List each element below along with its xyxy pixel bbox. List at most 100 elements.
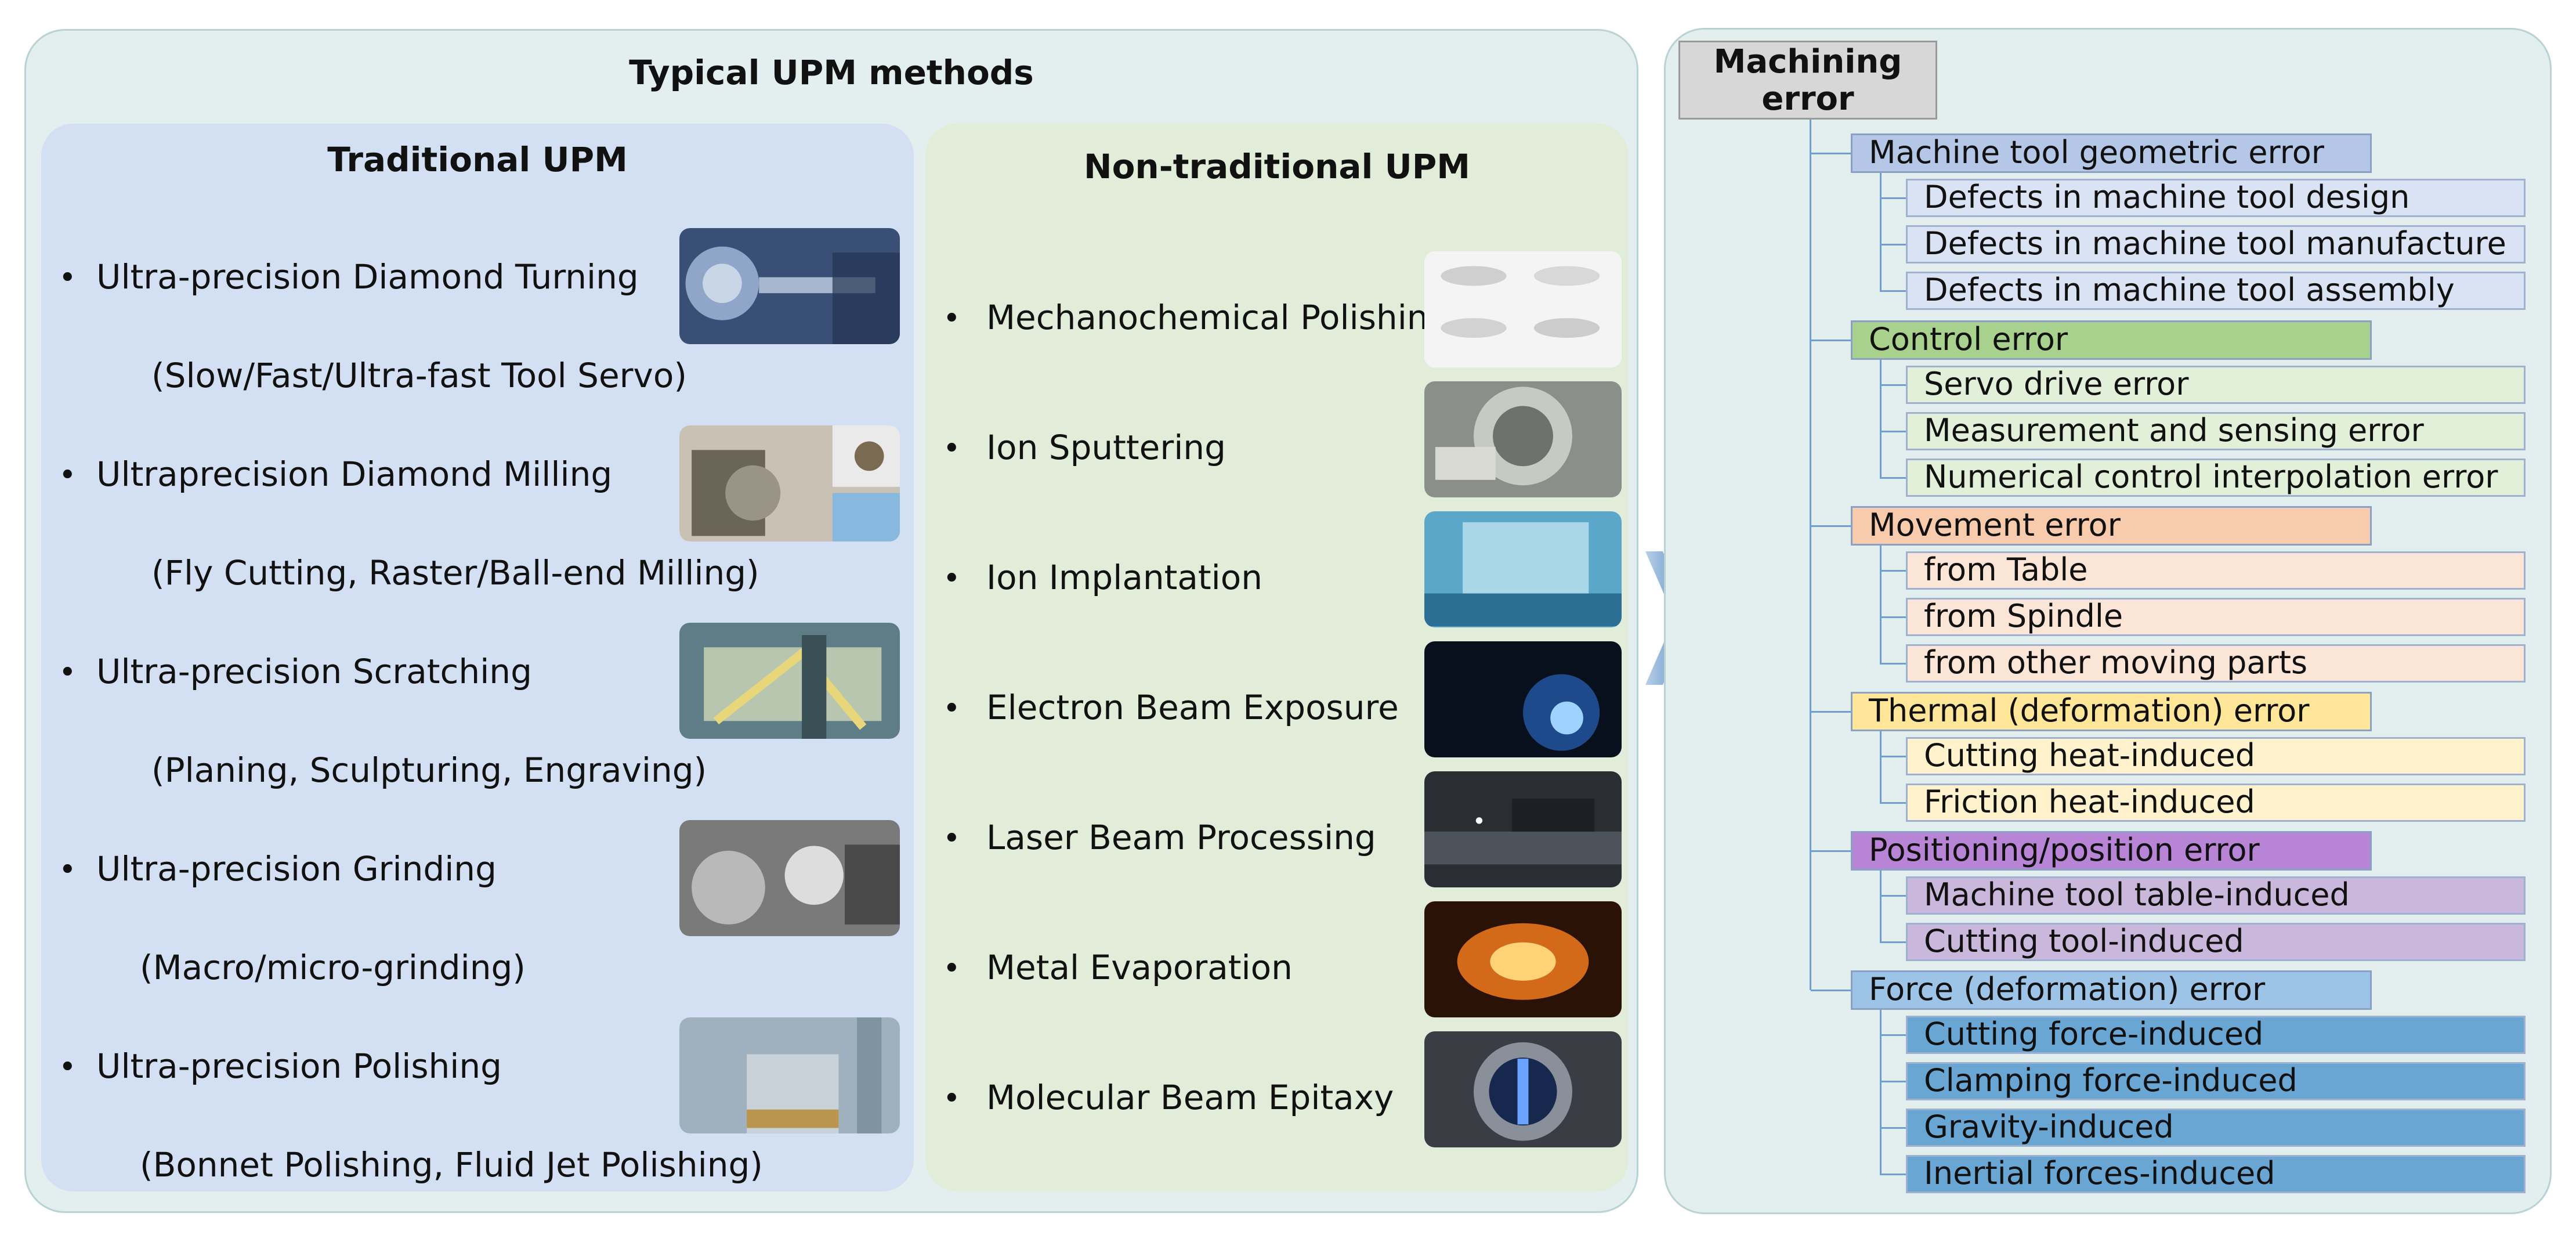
electron-beam-photo-image [1424,641,1622,757]
bullet-icon: • [59,1050,77,1085]
tree-connector [1880,1081,1906,1082]
metal-evaporation-photo [1424,901,1622,1017]
tree-connector [1880,431,1906,432]
tree-connector [1880,360,1882,478]
panel-title: Typical UPM methods [629,53,1034,92]
tree-connector [1880,384,1906,386]
tree-connector [1880,756,1906,757]
tree-connector [1880,871,1882,942]
tree-connector [1880,1174,1906,1175]
error-subcategory: Cutting heat-induced [1906,737,2526,775]
tree-connector [1880,197,1906,199]
bullet-icon: • [59,458,77,493]
non-traditional-upm-panel: Non-traditional UPM • Mechanochemical Pol… [925,124,1629,1192]
error-subcategory: Measurement and sensing error [1906,412,2526,450]
error-subcategory: Friction heat-induced [1906,784,2526,822]
error-subcategory: from Spindle [1906,598,2526,636]
error-category: Machine tool geometric error [1851,133,2372,173]
traditional-item-label: Ultra-precision Diamond Turning [96,257,639,297]
error-subcategory: from other moving parts [1906,644,2526,683]
non-traditional-item-label: Molecular Beam Epitaxy [986,1078,1394,1117]
error-subcategory: Machine tool table-induced [1906,876,2526,915]
diamond-turning-photo-image [679,228,900,344]
tree-connector [1880,616,1906,618]
non-traditional-item-label: Electron Beam Exposure [986,688,1399,727]
error-subcategory: Clamping force-induced [1906,1062,2526,1100]
error-subcategory: Numerical control interpolation error [1906,458,2526,497]
grinding-photo-image [679,820,900,936]
traditional-item-label: Ultra-precision Scratching [96,652,532,691]
traditional-item-label: Ultra-precision Grinding [96,849,497,889]
non-traditional-item-label: Mechanochemical Polishing [986,298,1450,337]
error-subcategory: Cutting force-induced [1906,1016,2526,1054]
tree-connector [1880,1010,1882,1174]
machining-error-root: Machining error [1678,41,1937,120]
tree-connector [1880,731,1882,803]
tree-connector [1880,802,1906,804]
laser-beam-photo [1424,771,1622,887]
bullet-icon: • [59,655,77,690]
error-category: Control error [1851,320,2372,360]
bullet-icon: • [943,1081,961,1116]
tree-connector [1880,663,1906,665]
bullet-icon: • [943,951,961,986]
mechanochemical-photo [1424,251,1622,367]
tree-connector [1811,990,1851,991]
error-subcategory: Inertial forces-induced [1906,1155,2526,1193]
scratching-photo [679,623,900,739]
bullet-icon: • [943,561,961,596]
tree-connector [1880,290,1906,292]
diamond-turning-photo [679,228,900,344]
traditional-upm-panel: Traditional UPM • Ultra-precision Diamond… [41,124,914,1192]
error-subcategory: Gravity-induced [1906,1109,2526,1147]
scratching-photo-image [679,623,900,739]
tree-connector [1880,1034,1906,1036]
polishing-photo [679,1017,900,1133]
error-subcategory: Defects in machine tool manufacture [1906,225,2526,263]
tree-connector [1811,340,1851,341]
tree-connector [1880,244,1906,245]
diamond-milling-photo [679,425,900,541]
tree-connector [1880,570,1906,572]
tree-connector [1880,477,1906,479]
traditional-item-label: Ultraprecision Diamond Milling [96,454,613,494]
root-line-2: error [1761,80,1854,118]
error-category: Thermal (deformation) error [1851,692,2372,731]
non-traditional-item-label: Ion Sputtering [986,428,1226,467]
tree-connector [1811,153,1851,154]
tree-connector [1880,173,1882,291]
non-traditional-upm-title: Non-traditional UPM [1084,147,1470,186]
grinding-photo [679,820,900,936]
bullet-icon: • [59,853,77,887]
tree-connector [1880,895,1906,897]
traditional-upm-title: Traditional UPM [327,140,628,179]
non-traditional-item-label: Laser Beam Processing [986,818,1376,857]
traditional-item-detail: (Slow/Fast/Ultra-fast Tool Servo) [151,356,687,395]
bullet-icon: • [943,301,961,336]
root-line-1: Machining [1713,43,1902,81]
diamond-milling-photo-image [679,425,900,541]
bullet-icon: • [943,431,961,466]
tree-connector [1811,525,1851,527]
error-subcategory: from Table [1906,551,2526,590]
ion-implantation-photo [1424,511,1622,627]
metal-evaporation-photo-image [1424,901,1622,1017]
error-category: Movement error [1851,506,2372,546]
mbe-photo [1424,1031,1622,1147]
mbe-photo-image [1424,1031,1622,1147]
error-subcategory: Cutting tool-induced [1906,923,2526,961]
polishing-photo-image [679,1017,900,1133]
traditional-item-detail: (Bonnet Polishing, Fluid Jet Polishing) [140,1145,763,1185]
error-subcategory: Servo drive error [1906,366,2526,404]
non-traditional-item-label: Ion Implantation [986,558,1263,597]
tree-trunk [1810,120,1811,990]
typical-upm-panel: Typical UPM methods Traditional UPM • Ult… [24,29,1638,1213]
bullet-icon: • [943,691,961,726]
error-subcategory: Defects in machine tool design [1906,179,2526,217]
tree-connector [1811,850,1851,852]
ion-sputtering-photo-image [1424,381,1622,497]
ion-implantation-photo-image [1424,511,1622,627]
ion-sputtering-photo [1424,381,1622,497]
traditional-item-detail: (Fly Cutting, Raster/Ball-end Milling) [151,553,759,593]
error-subcategory: Defects in machine tool assembly [1906,272,2526,310]
